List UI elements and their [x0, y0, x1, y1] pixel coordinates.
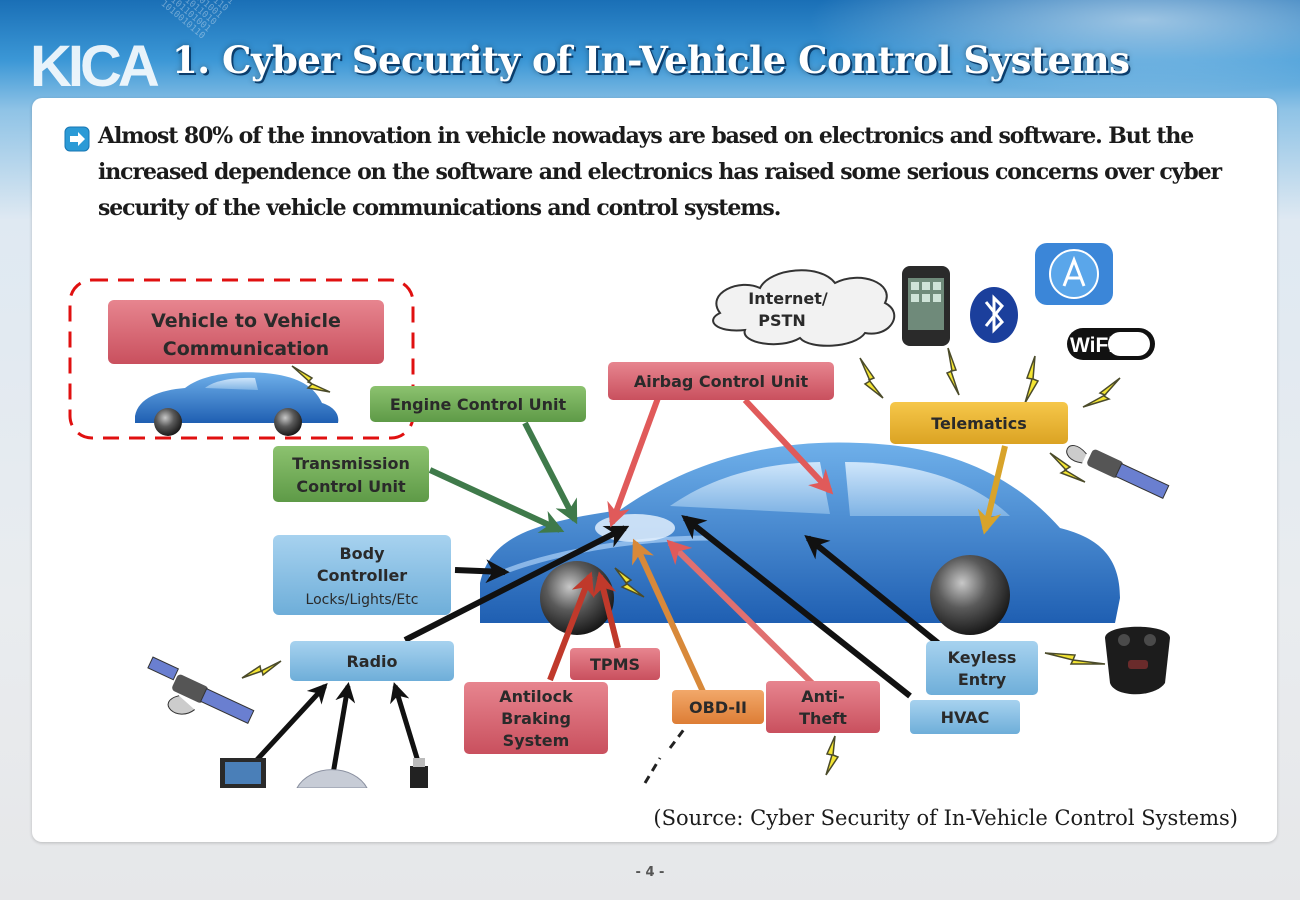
transmission-label-1: Transmission [292, 454, 410, 473]
body-label-1: Body [339, 544, 385, 563]
small-car-illustration [135, 372, 339, 436]
antitheft-label-1: Anti- [801, 687, 845, 706]
satellite-icon [147, 656, 255, 725]
key-fob-icon [1105, 626, 1170, 695]
abs-label-2: Braking [501, 709, 571, 728]
box-transmission-control-unit: Transmission Control Unit [273, 446, 429, 502]
box-engine-control-unit: Engine Control Unit [370, 386, 586, 422]
box-v2v: Vehicle to Vehicle Communication [108, 300, 384, 364]
transmission-label-2: Control Unit [296, 477, 406, 496]
body-label-3: Locks/Lights/Etc [306, 592, 419, 608]
vehicle-network-diagram: Internet/ PSTN WiFi [68, 243, 1170, 788]
smartphone-icon [902, 266, 950, 346]
bluetooth-icon [970, 287, 1018, 343]
lightning-icon [859, 357, 884, 399]
telematics-label: Telematics [931, 414, 1027, 433]
internet-cloud: Internet/ PSTN [712, 269, 896, 347]
keyless-label-2: Entry [958, 670, 1007, 689]
box-antilock-braking: Antilock Braking System [464, 682, 608, 754]
engine-label: Engine Control Unit [390, 395, 567, 414]
wifi-logo-icon: WiFi [1067, 328, 1155, 360]
tpms-label: TPMS [590, 655, 640, 674]
lightning-icon [1024, 355, 1040, 404]
internet-label-1: Internet/ [748, 289, 828, 308]
box-tpms: TPMS [570, 648, 660, 680]
header-glow [780, 0, 1300, 100]
cd-disc-icon [296, 769, 368, 788]
app-store-icon [1035, 243, 1113, 305]
obd-label: OBD-II [689, 698, 747, 717]
box-obd-ii: OBD-II [672, 690, 764, 724]
lightning-icon [1044, 652, 1106, 665]
lightning-icon [614, 567, 645, 598]
connection-arrows [240, 396, 1008, 784]
logo-text: KICA [30, 34, 159, 90]
v2v-label-2: Communication [163, 338, 329, 360]
usb-drive-icon [410, 758, 428, 788]
wifi-label: WiFi [1070, 334, 1114, 357]
lightning-icon [945, 347, 960, 396]
box-telematics: Telematics [890, 402, 1068, 444]
lightning-icon [291, 365, 331, 393]
lightning-icon [1049, 452, 1086, 483]
source-caption: (Source: Cyber Security of In-Vehicle Co… [653, 806, 1238, 830]
v2v-label-1: Vehicle to Vehicle [151, 310, 341, 332]
lightning-icon [241, 660, 282, 679]
lightning-icon [1082, 377, 1121, 408]
airbag-label: Airbag Control Unit [634, 372, 809, 391]
satellite-icon [1066, 445, 1170, 500]
arrow-bullet-icon [64, 126, 90, 152]
box-body-controller: Body Controller Locks/Lights/Etc [273, 535, 451, 615]
radio-label: Radio [346, 652, 397, 671]
main-car-illustration [480, 442, 1120, 635]
box-keyless-entry: Keyless Entry [926, 641, 1038, 695]
page-number: - 4 - [635, 865, 665, 880]
intro-paragraph: Almost 80% of the innovation in vehicle … [98, 123, 1222, 221]
lightning-icon [825, 735, 840, 776]
internet-label-2: PSTN [758, 311, 806, 330]
page-title: 1. Cyber Security of In-Vehicle Control … [172, 38, 1130, 82]
display-device-icon [220, 758, 266, 788]
abs-label-3: System [503, 731, 570, 750]
box-hvac: HVAC [910, 700, 1020, 734]
keyless-label-1: Keyless [948, 648, 1017, 667]
hvac-label: HVAC [941, 708, 990, 727]
box-airbag-control-unit: Airbag Control Unit [608, 362, 834, 400]
v2v-highlight-box [68, 278, 415, 440]
kica-logo: KICA [30, 34, 160, 90]
box-radio: Radio [290, 641, 454, 681]
antitheft-label-2: Theft [799, 709, 847, 728]
box-anti-theft: Anti- Theft [766, 681, 880, 733]
abs-label-1: Antilock [499, 687, 573, 706]
lightning-icons [241, 347, 1121, 776]
body-label-2: Controller [317, 566, 407, 585]
